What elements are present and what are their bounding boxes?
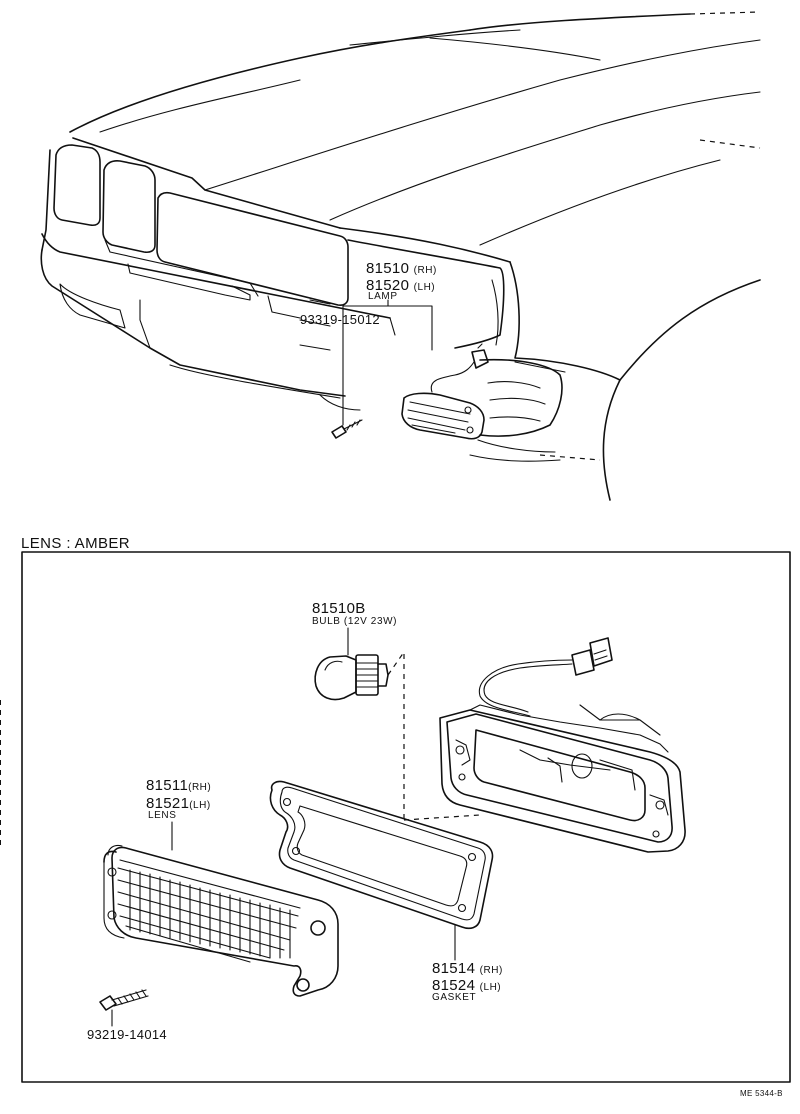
lens-part-rh-label: 81511(RH): [146, 778, 211, 794]
gasket-part-lh-label: 81524 (LH): [432, 978, 501, 994]
lens-name: LENS: [148, 810, 177, 821]
lamp-part-lh-label: 81520 (LH): [366, 278, 435, 294]
gasket-name: GASKET: [432, 992, 477, 1003]
lamp-side-lh: (LH): [413, 282, 436, 293]
lens-illustration: [103, 821, 339, 997]
lens-side-rh: (RH): [188, 782, 212, 793]
bulb-illustration: [314, 627, 405, 820]
gasket-part-rh-label: 81514 (RH): [432, 961, 503, 977]
bulb-part: 81510B: [312, 600, 366, 617]
lens-part-rh: 81511: [146, 777, 189, 794]
lens-side-lh: (LH): [189, 800, 211, 811]
section-title: LENS : AMBER: [21, 535, 131, 552]
bulb-name: BULB (12V 23W): [312, 616, 398, 627]
lamp-part-lh: 81520: [366, 277, 410, 294]
gasket-side-lh: (LH): [479, 982, 502, 993]
lamp-housing-illustration: [439, 637, 686, 853]
lamp-part-rh-label: 81510 (RH): [366, 261, 437, 277]
lamp-part-rh: 81510: [366, 260, 410, 277]
lens-screw-part: 93219-14014: [87, 1027, 167, 1042]
gasket-part-rh: 81514: [432, 960, 476, 977]
lens-screw-illustration: [99, 989, 149, 1027]
detail-frame: [21, 551, 791, 1083]
lens-part-lh-label: 81521(LH): [146, 796, 211, 812]
gasket-part-lh: 81524: [432, 977, 476, 994]
car-front-illustration: [40, 11, 761, 501]
lamp-name: LAMP: [368, 291, 398, 302]
gasket-side-rh: (RH): [479, 965, 503, 976]
top-screw-part: 93319-15012: [300, 312, 380, 327]
gasket-illustration: [269, 780, 494, 961]
lamp-side-rh: (RH): [413, 265, 437, 276]
diagram-code: ME 5344-B: [740, 1089, 783, 1098]
lens-part-lh: 81521: [146, 795, 190, 812]
